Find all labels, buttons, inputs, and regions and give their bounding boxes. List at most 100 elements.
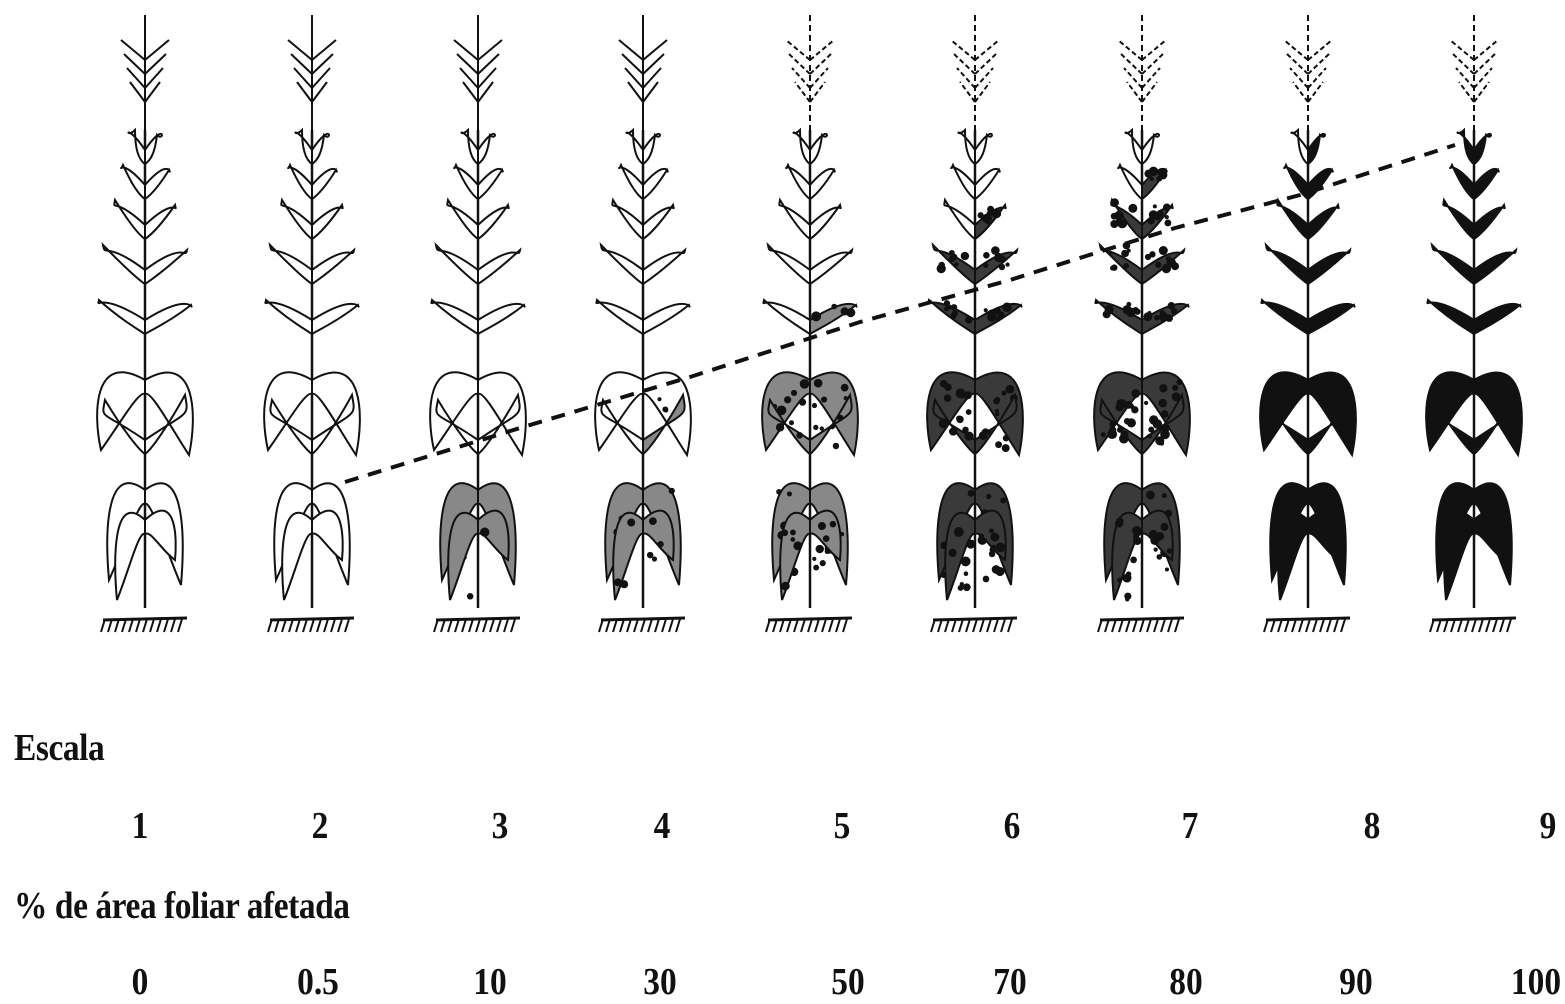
leaf: [1473, 392, 1517, 456]
lesion-spot: [1176, 378, 1183, 385]
leaf: [1473, 132, 1492, 166]
lesion-spot: [936, 264, 946, 274]
tassel-1: [120, 15, 170, 130]
leaf: [311, 132, 330, 166]
leaf: [778, 197, 811, 241]
lesion-spot: [1171, 392, 1181, 402]
plant-5: [761, 15, 859, 633]
leaf: [1449, 162, 1475, 201]
lesion-spot: [781, 529, 789, 537]
leaf: [1430, 242, 1475, 286]
lesion-spot: [954, 262, 959, 267]
leaf: [1307, 202, 1340, 241]
lesion-spot: [966, 539, 976, 549]
lesion-spot: [784, 396, 792, 404]
lesion-spot: [956, 415, 962, 422]
leaf: [809, 202, 842, 241]
lesion-spot: [811, 402, 818, 409]
lesion-spot: [1152, 204, 1157, 209]
leaf: [280, 197, 313, 241]
leaf: [792, 127, 811, 166]
scale-value-1: 1: [131, 805, 149, 847]
ground-6: [930, 616, 1018, 633]
lesion-spot: [943, 300, 951, 307]
leaf: [809, 371, 859, 458]
lesion-spot: [994, 396, 1001, 403]
lesion-spot: [651, 556, 658, 562]
lesion-spot: [1000, 497, 1007, 504]
leaf: [127, 127, 146, 166]
lesion-spot: [1163, 203, 1171, 212]
leaf: [594, 371, 644, 453]
leaf: [429, 371, 479, 453]
leaf: [477, 167, 504, 201]
lesion-spot: [648, 517, 657, 526]
tassel-6: [950, 15, 1000, 130]
lesion-spot: [821, 396, 828, 403]
lesion-spot: [1124, 592, 1132, 600]
leaf: [611, 197, 644, 241]
leaf: [287, 162, 313, 201]
tassel-3: [453, 15, 503, 130]
lesion-spot: [1159, 384, 1168, 393]
lesion-spot: [1116, 517, 1124, 525]
lesion-spot: [1121, 249, 1129, 258]
leaf: [144, 509, 177, 562]
lesion-spot: [1156, 554, 1163, 560]
leaf: [281, 511, 313, 601]
leaf: [600, 397, 644, 456]
lesion-spot: [1117, 577, 1123, 583]
tassel-9: [1449, 15, 1499, 130]
lesion-spot: [1122, 573, 1132, 583]
leaf: [102, 397, 146, 456]
ground-7: [1097, 616, 1185, 633]
leaf: [1307, 132, 1326, 166]
tassel-7: [1117, 15, 1167, 130]
lesion-spot: [1171, 262, 1180, 271]
lesion-spot: [995, 441, 1003, 449]
plant-8: [1259, 15, 1357, 633]
lesion-spot: [846, 308, 856, 318]
leaf: [144, 371, 194, 458]
lesion-spot: [796, 432, 803, 439]
lesion-spot: [1131, 389, 1141, 398]
leaf: [311, 202, 344, 241]
percent-row-label: % de área foliar afetada: [14, 885, 350, 927]
leaf: [642, 392, 686, 456]
leaf: [120, 162, 146, 201]
lesion-spot: [776, 488, 782, 495]
lesion-spot: [1001, 444, 1010, 453]
lesion-spot: [799, 379, 810, 389]
lesion-spot: [1001, 390, 1007, 396]
leaf: [612, 511, 644, 601]
leaf: [1426, 298, 1475, 336]
lesion-spot: [1155, 532, 1165, 541]
lesion-spot: [1104, 305, 1114, 315]
plant-3: [429, 15, 527, 633]
ground-4: [598, 616, 686, 633]
scale-value-2: 2: [311, 805, 329, 847]
scale-value-3: 3: [491, 805, 509, 847]
lesion-spot: [1167, 302, 1176, 310]
lesion-spot: [1126, 418, 1136, 428]
leaf: [1456, 127, 1475, 166]
leaf: [1307, 392, 1351, 456]
lesion-spot: [948, 548, 957, 558]
lesion-spot: [1132, 536, 1142, 545]
lesion-spot: [983, 308, 988, 313]
leaf: [1265, 397, 1309, 456]
lesion-spot: [1130, 556, 1137, 564]
leaf: [453, 162, 479, 201]
lesion-spot: [1134, 308, 1141, 315]
lesion-spot: [822, 535, 830, 542]
leaf: [950, 162, 976, 201]
leaf: [809, 167, 836, 201]
lesion-spot: [829, 520, 837, 528]
lesion-spot: [995, 316, 1001, 322]
ground-9: [1429, 616, 1517, 633]
lesion-spot: [963, 391, 972, 400]
leaf: [642, 302, 691, 336]
lesion-spot: [1100, 432, 1106, 438]
lesion-spot: [1107, 429, 1118, 440]
